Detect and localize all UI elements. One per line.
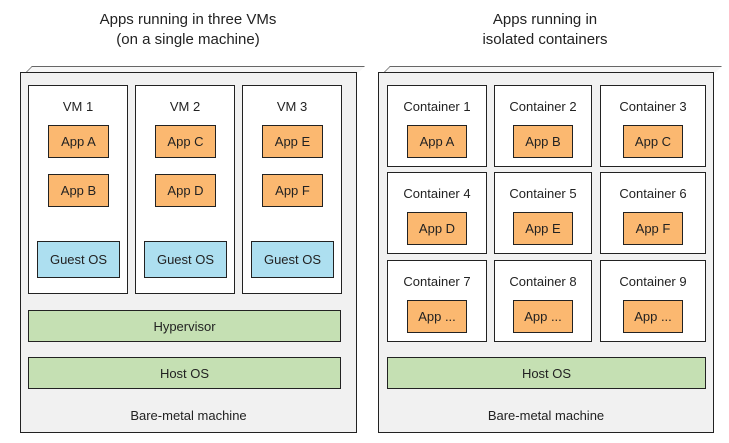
container-label: Container 7 [403, 274, 471, 289]
guest-os: Guest OS [37, 241, 120, 278]
app-box: App ... [513, 300, 573, 333]
guest-os: Guest OS [144, 241, 227, 278]
container-machine-label: Bare-metal machine [487, 408, 605, 423]
container-title-line1: Apps running in [492, 11, 598, 28]
app-box: App A [407, 125, 467, 158]
container-label: Container 1 [403, 99, 471, 114]
app-box: App B [48, 174, 109, 207]
vm-machine-label: Bare-metal machine [130, 408, 247, 423]
container-label: Container 8 [509, 274, 577, 289]
container-label: Container 3 [619, 99, 687, 114]
container-label: Container 6 [619, 186, 687, 201]
app-box: App A [48, 125, 109, 158]
app-box: App D [155, 174, 216, 207]
app-box: App E [262, 125, 323, 158]
vm-label: VM 1 [62, 99, 94, 114]
app-box: App C [155, 125, 216, 158]
hypervisor: Hypervisor [28, 310, 341, 342]
container-label: Container 2 [509, 99, 577, 114]
vm-title: Apps running in three VMs (on a single m… [38, 10, 338, 50]
vm-label: VM 2 [169, 99, 201, 114]
container-label: Container 5 [509, 186, 577, 201]
app-box: App E [513, 212, 573, 245]
app-box: App F [262, 174, 323, 207]
vm-host-os: Host OS [28, 357, 341, 389]
container-title-line2: isolated containers [482, 31, 608, 48]
container-label: Container 9 [619, 274, 687, 289]
app-box: App C [623, 125, 683, 158]
vm-label: VM 3 [276, 99, 308, 114]
container-host-os: Host OS [387, 357, 706, 389]
vm-title-line2: (on a single machine) [116, 31, 260, 48]
guest-os: Guest OS [251, 241, 334, 278]
container-label: Container 4 [403, 186, 471, 201]
app-box: App B [513, 125, 573, 158]
app-box: App ... [623, 300, 683, 333]
app-box: App D [407, 212, 467, 245]
app-box: App ... [407, 300, 467, 333]
vm-title-line1: Apps running in three VMs [99, 11, 277, 28]
container-title: Apps running in isolated containers [395, 10, 695, 50]
app-box: App F [623, 212, 683, 245]
